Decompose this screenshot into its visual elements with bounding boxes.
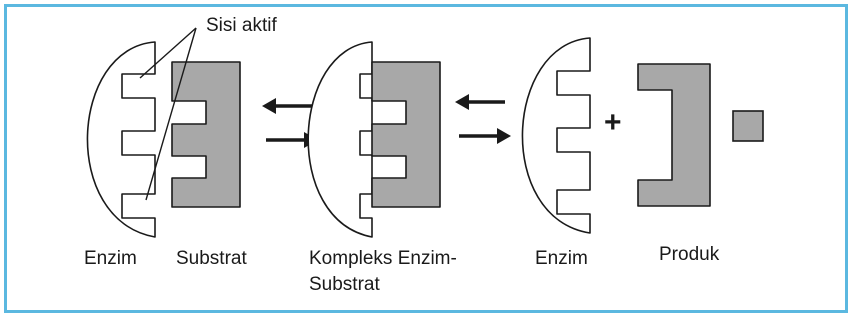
enzyme-right-label: Enzim: [535, 248, 588, 269]
enzyme-right-shape: [521, 37, 591, 234]
active-site-label: Sisi aktif: [206, 15, 277, 36]
substrate-shape: [171, 61, 241, 208]
plus-sign: +: [604, 106, 622, 139]
substrate-label: Substrat: [176, 248, 247, 269]
complex-enzyme-shape: [307, 41, 373, 238]
complex-substrate-shape: [371, 61, 441, 208]
equilibrium-arrows-2: [455, 94, 511, 144]
active-site-pointer-1: [139, 27, 197, 79]
product-bracket-shape: [637, 63, 711, 207]
active-site-pointer-2: [145, 27, 197, 201]
product-label: Produk: [659, 244, 720, 265]
complex-label-line1: Kompleks Enzim-: [309, 248, 457, 269]
product-square-shape: [732, 110, 764, 142]
complex-label-line2: Substrat: [309, 274, 380, 295]
enzyme-left-label: Enzim: [84, 248, 137, 269]
enzyme-left-shape: [86, 41, 156, 238]
